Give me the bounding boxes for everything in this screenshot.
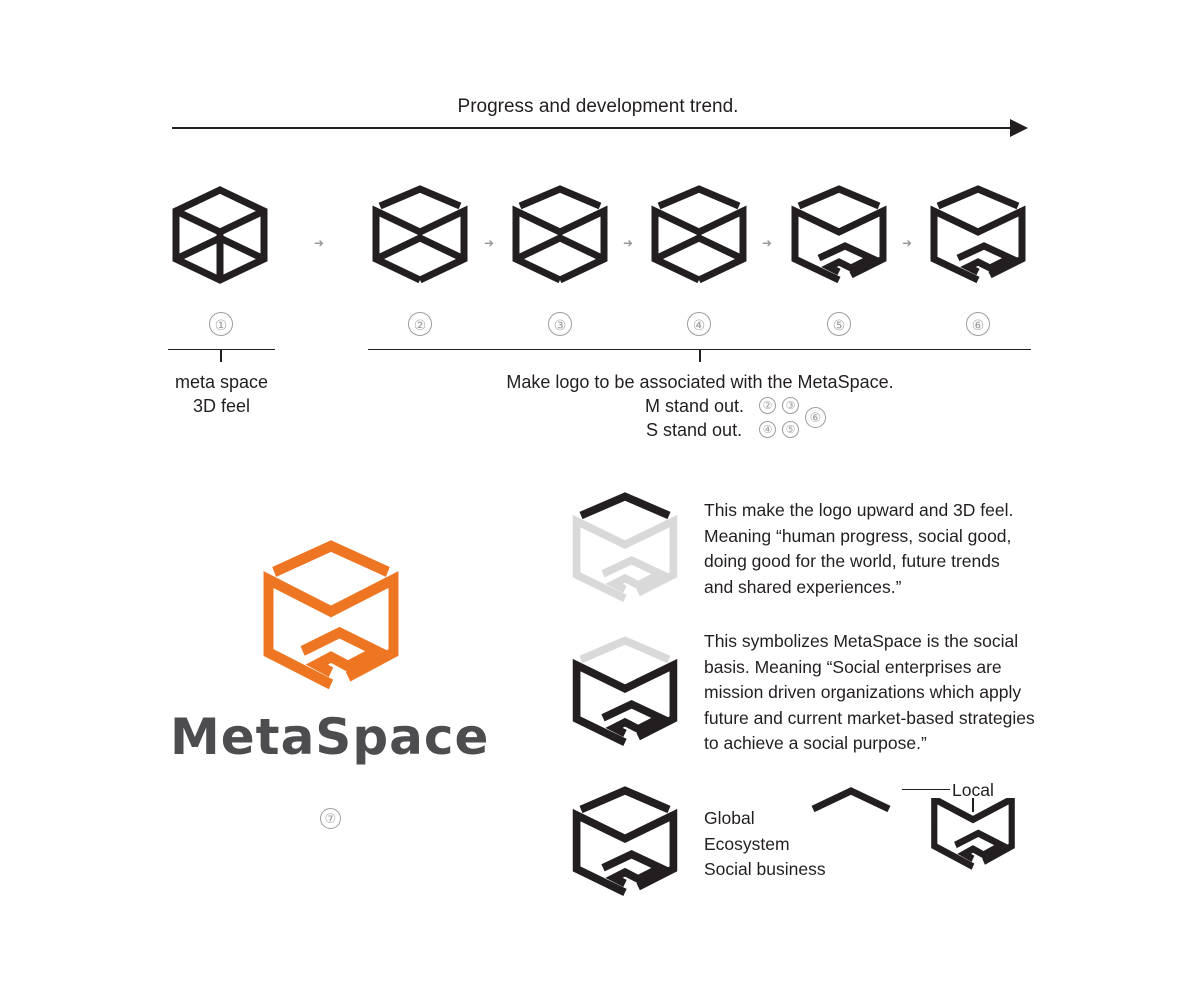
logo-muted-top-icon [570,636,680,748]
cube-icon [170,185,270,285]
ms-shape-icon [928,185,1028,285]
group2-line2: M stand out. [645,396,745,416]
metaspace-logo-icon [260,540,402,692]
ref-number: ② [759,397,776,414]
top-chevron-icon [811,787,891,813]
group2-line3: S stand out. [646,420,743,440]
group2-tick [699,349,701,362]
explanation-global: Global Ecosystem Social business [704,808,826,879]
stage-number: ⑥ [966,312,990,336]
local-label: Local [952,780,994,800]
step-arrow-icon: ➜ [902,236,913,250]
group1-line2: 3D feel [192,396,251,416]
logo-muted-body-icon [570,492,680,604]
brand-name: MetaSpace [170,708,490,766]
step-arrow-icon: ➜ [314,236,325,250]
ms-shape-icon [789,185,889,285]
local-tick [972,798,974,812]
ref-number: ④ [759,421,776,438]
ref-number: ⑥ [805,407,826,428]
m-shape-icon [510,185,610,285]
step-arrow-icon: ➜ [762,236,773,250]
ref-number: ⑤ [782,421,799,438]
trend-arrow [172,119,1028,137]
local-leader-line [902,789,950,790]
stage-number: ② [408,312,432,336]
ref-number: ③ [782,397,799,414]
brand-number: ⑦ [320,808,341,829]
trend-title: Progress and development trend. [457,96,739,117]
stage-number: ⑤ [827,312,851,336]
group1-line1: meta space [174,372,269,392]
stage-number: ④ [687,312,711,336]
stage-number: ③ [548,312,572,336]
explanation-basis: This symbolizes MetaSpace is the social … [704,631,1035,753]
explanation-upward: This make the logo upward and 3D feel. M… [704,500,1014,597]
stage-number: ① [209,312,233,336]
step-arrow-icon: ➜ [484,236,495,250]
step-arrow-icon: ➜ [623,236,634,250]
m-shape-icon [370,185,470,285]
group2-line1: Make logo to be associated with the Meta… [506,372,894,392]
logo-full-icon [570,786,680,898]
ms-shape-icon [649,185,749,285]
group1-tick [220,349,222,362]
logo-body-icon [918,798,1028,896]
